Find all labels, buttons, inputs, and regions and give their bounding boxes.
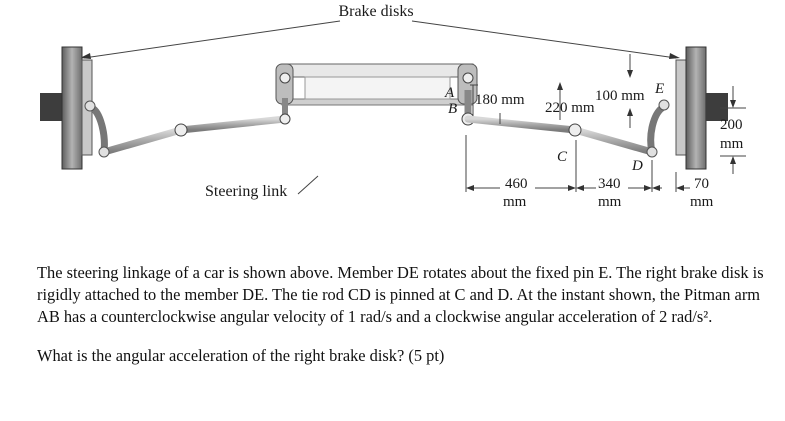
pitman-arm-ab	[457, 63, 478, 126]
label-d: D	[631, 158, 643, 174]
dim-460-num: 460	[505, 176, 528, 192]
dim-70-unit: mm	[690, 194, 714, 210]
dim-70-num: 70	[694, 176, 709, 192]
steering-linkage-figure: Brake disks	[40, 3, 746, 210]
left-lower-pin	[98, 146, 110, 158]
dim-340-num: 340	[598, 176, 621, 192]
label-b: B	[448, 101, 457, 117]
steering-link-label: Steering link	[205, 183, 287, 200]
problem-question: What is the angular acceleration of the …	[37, 346, 445, 365]
tie-rod-cd	[464, 115, 579, 134]
member-de	[647, 104, 666, 156]
problem-statement: The steering linkage of a car is shown a…	[37, 262, 767, 367]
pin-a	[462, 72, 474, 84]
arrowhead-right	[669, 53, 680, 59]
label-c: C	[557, 149, 568, 165]
brake-disks-label: Brake disks	[338, 3, 413, 20]
pin-e	[658, 99, 670, 111]
left-steering-arm	[88, 104, 108, 156]
arrowhead-left	[80, 53, 91, 59]
dim-100-label: 100 mm	[595, 88, 645, 104]
idler-arm	[275, 63, 294, 125]
left-brake-disk	[40, 46, 93, 170]
label-e: E	[654, 81, 664, 97]
dim-200-num: 200	[720, 117, 743, 133]
dim-200-unit: mm	[720, 136, 744, 152]
leader-line-right	[411, 20, 677, 59]
dim-220-label: 220 mm	[545, 100, 595, 116]
pin-d	[646, 146, 658, 158]
dim-180-label: 180 mm	[475, 92, 525, 108]
dim-340-unit: mm	[598, 194, 622, 210]
left-arm-upper-pin	[84, 100, 96, 112]
dim-460-unit: mm	[503, 194, 527, 210]
problem-text: The steering linkage of a car is shown a…	[37, 263, 764, 326]
leader-line-left	[83, 20, 341, 59]
left-tie-rod	[100, 126, 185, 156]
right-brake-disk	[675, 46, 728, 170]
pin-c	[568, 123, 582, 137]
steering-link-leader	[297, 175, 319, 195]
left-tie-rod-pin	[174, 123, 188, 137]
label-a: A	[444, 85, 455, 101]
